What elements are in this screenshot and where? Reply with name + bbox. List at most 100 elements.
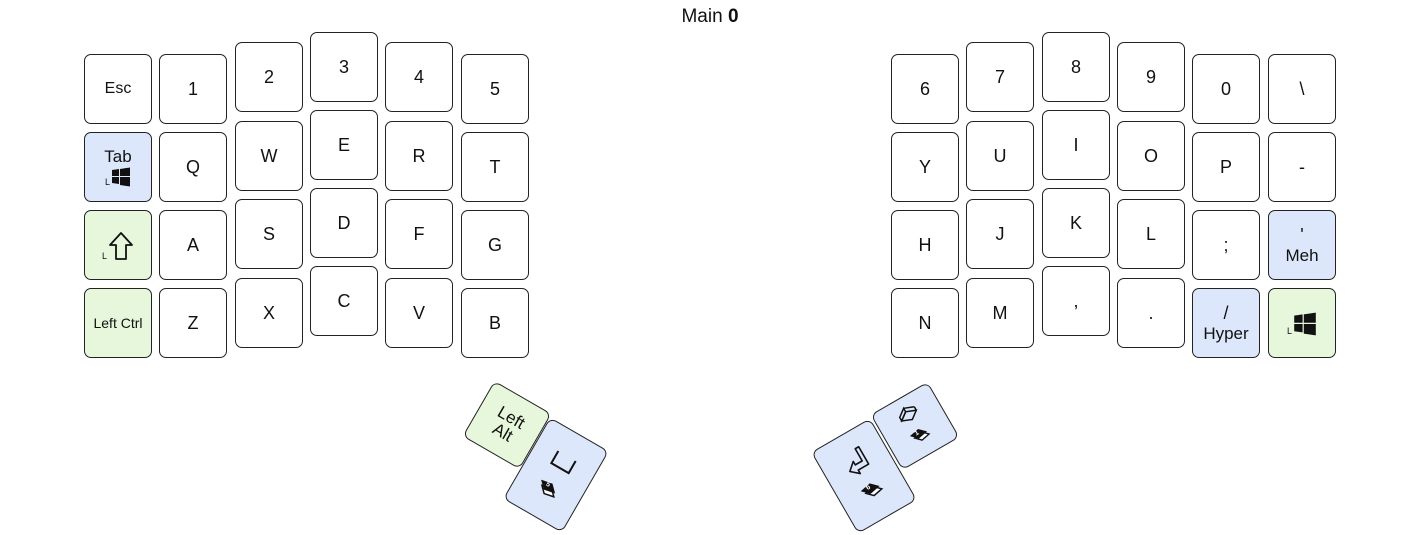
- layer-stack-icon: 1: [906, 423, 937, 452]
- key-5[interactable]: 5: [461, 54, 529, 124]
- hold-modifier: L: [105, 167, 131, 187]
- key-1[interactable]: 1: [159, 54, 227, 124]
- key-i[interactable]: I: [1042, 110, 1110, 180]
- key-6[interactable]: 6: [891, 54, 959, 124]
- key-u[interactable]: U: [966, 121, 1034, 191]
- key-s[interactable]: S: [235, 199, 303, 269]
- key-label: N: [918, 312, 932, 333]
- key-cube-layer[interactable]: 1: [870, 381, 960, 471]
- key-0[interactable]: 0: [1192, 54, 1260, 124]
- key-4[interactable]: 4: [385, 42, 453, 112]
- key-a[interactable]: A: [159, 210, 227, 280]
- key-label: Tab: [104, 146, 132, 166]
- key-minus[interactable]: -: [1268, 132, 1336, 202]
- key-label: S: [262, 223, 275, 244]
- layer-number: 0: [727, 6, 739, 27]
- key-z[interactable]: Z: [159, 288, 227, 358]
- key-label: Esc: [104, 79, 132, 97]
- key-t[interactable]: T: [461, 132, 529, 202]
- layer-stack-icon: 5: [530, 475, 564, 507]
- key-label: 0: [1220, 78, 1231, 99]
- key-9[interactable]: 9: [1117, 42, 1185, 112]
- left-modifier-label: L: [101, 250, 107, 261]
- key-3[interactable]: 3: [310, 32, 378, 102]
- key-windows[interactable]: L: [1268, 288, 1336, 358]
- key-label: 5: [489, 78, 500, 99]
- windows-icon: [112, 167, 130, 187]
- key-quote-meh[interactable]: ' Meh: [1268, 210, 1336, 280]
- hold-label: Hyper: [1203, 323, 1249, 343]
- key-label: 2: [263, 66, 274, 87]
- key-j[interactable]: J: [966, 199, 1034, 269]
- key-esc[interactable]: Esc: [84, 54, 152, 124]
- key-label: E: [337, 134, 350, 155]
- key-h[interactable]: H: [891, 210, 959, 280]
- key-label: 1: [187, 78, 198, 99]
- key-semicolon[interactable]: ;: [1192, 210, 1260, 280]
- shift-arrow-icon: [109, 231, 133, 260]
- key-label: W: [260, 145, 278, 166]
- key-m[interactable]: M: [966, 278, 1034, 348]
- key-left-ctrl[interactable]: Left Ctrl: [84, 288, 152, 358]
- key-label: J: [995, 223, 1005, 244]
- key-enter-layer[interactable]: 6: [811, 418, 917, 534]
- key-label: H: [918, 234, 932, 255]
- key-2[interactable]: 2: [235, 42, 303, 112]
- key-label: Y: [918, 156, 931, 177]
- key-shift[interactable]: L: [84, 210, 152, 280]
- key-label: ': [1300, 224, 1304, 245]
- key-y[interactable]: Y: [891, 132, 959, 202]
- key-label: \: [1299, 78, 1305, 99]
- key-l[interactable]: L: [1117, 199, 1185, 269]
- key-w[interactable]: W: [235, 121, 303, 191]
- key-n[interactable]: N: [891, 288, 959, 358]
- key-e[interactable]: E: [310, 110, 378, 180]
- left-modifier-label: L: [1286, 325, 1292, 336]
- key-f[interactable]: F: [385, 199, 453, 269]
- layer-name: Main: [681, 6, 723, 27]
- layer-title: Main 0: [0, 6, 1420, 28]
- key-label: ;: [1223, 234, 1229, 255]
- key-8[interactable]: 8: [1042, 32, 1110, 102]
- key-label: B: [488, 312, 501, 333]
- key-p[interactable]: P: [1192, 132, 1260, 202]
- key-d[interactable]: D: [310, 188, 378, 258]
- key-label: O: [1143, 145, 1158, 166]
- key-g[interactable]: G: [461, 210, 529, 280]
- enter-arrow-icon: [849, 445, 870, 475]
- key-backslash[interactable]: \: [1268, 54, 1336, 124]
- key-label: -: [1299, 156, 1305, 177]
- key-c[interactable]: C: [310, 266, 378, 336]
- key-label: X: [262, 302, 275, 323]
- key-o[interactable]: O: [1117, 121, 1185, 191]
- key-label: F: [413, 223, 425, 244]
- key-q[interactable]: Q: [159, 132, 227, 202]
- key-label: K: [1069, 212, 1082, 233]
- cube-icon: [898, 406, 918, 423]
- key-label: 4: [413, 66, 424, 87]
- hold-modifier: L: [102, 231, 134, 261]
- key-tab[interactable]: Tab L: [84, 132, 152, 202]
- key-comma[interactable]: ,: [1042, 266, 1110, 336]
- key-label: P: [1219, 156, 1232, 177]
- key-label: T: [489, 156, 501, 177]
- key-slash-hyper[interactable]: / Hyper: [1192, 288, 1260, 358]
- key-label: 9: [1145, 66, 1156, 87]
- key-v[interactable]: V: [385, 278, 453, 348]
- key-b[interactable]: B: [461, 288, 529, 358]
- key-label: 7: [994, 66, 1005, 87]
- key-space-layer[interactable]: 5: [503, 417, 609, 533]
- key-7[interactable]: 7: [966, 42, 1034, 112]
- key-x[interactable]: X: [235, 278, 303, 348]
- key-label: ,: [1073, 290, 1079, 311]
- key-label: L: [1145, 223, 1156, 244]
- key-r[interactable]: R: [385, 121, 453, 191]
- key-label: 6: [919, 78, 930, 99]
- key-label: Q: [185, 156, 200, 177]
- key-period[interactable]: .: [1117, 278, 1185, 348]
- key-label: I: [1073, 134, 1079, 155]
- key-k[interactable]: K: [1042, 188, 1110, 258]
- key-label: A: [186, 234, 199, 255]
- key-label: U: [993, 145, 1007, 166]
- key-label: V: [412, 302, 425, 323]
